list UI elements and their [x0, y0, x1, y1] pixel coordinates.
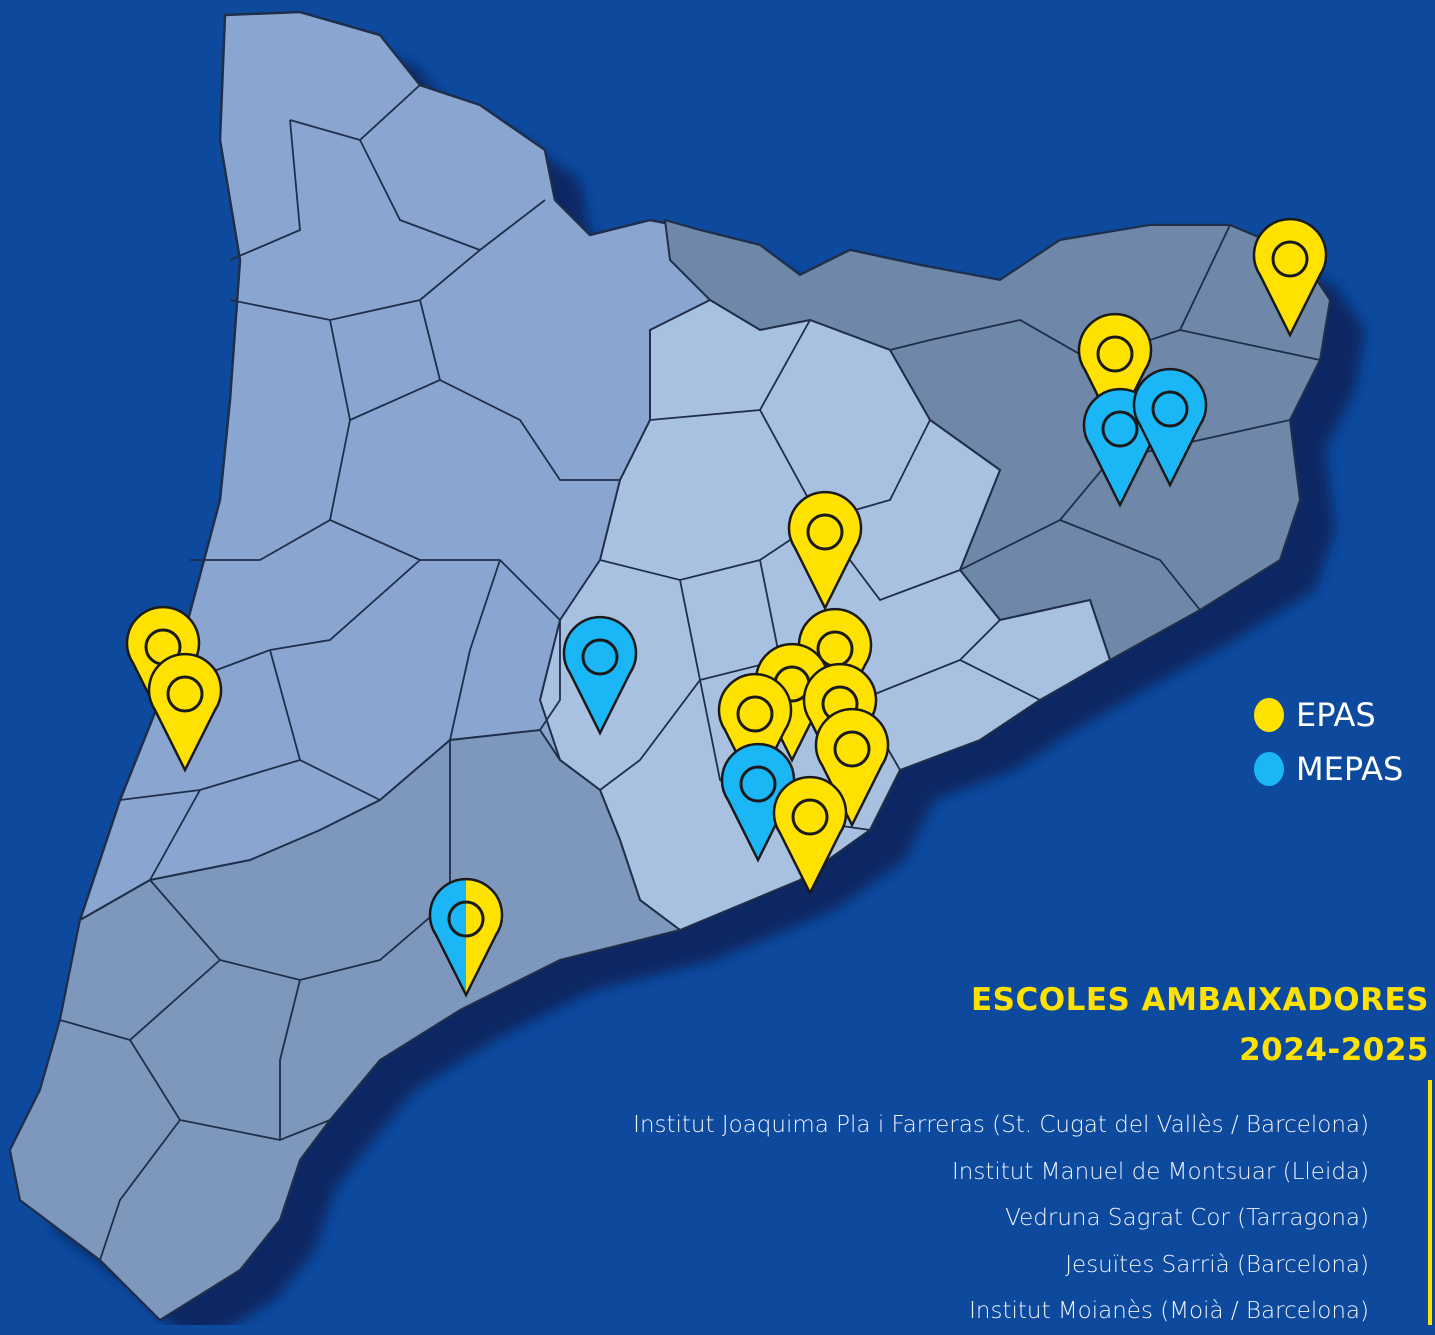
school-item: Jesuïtes Sarrià (Barcelona) — [1065, 1251, 1369, 1278]
epas-dot-icon — [1254, 698, 1284, 732]
epas-pin-icon — [814, 707, 890, 828]
schools-accent-bar — [1428, 1080, 1432, 1325]
legend: EPAS MEPAS — [1254, 688, 1403, 796]
legend-item-epas: EPAS — [1254, 688, 1403, 742]
epas-pin-icon — [717, 672, 793, 793]
schools-list: Institut Joaquima Pla i Farreras (St. Cu… — [633, 1102, 1369, 1335]
epas-pin-icon — [772, 775, 848, 896]
school-item: Institut Joaquima Pla i Farreras (St. Cu… — [633, 1112, 1369, 1138]
epas-pin-icon — [1252, 217, 1328, 338]
epas-mepas-pin-icon — [428, 877, 504, 998]
legend-item-mepas: MEPAS — [1254, 742, 1403, 796]
epas-pin-icon — [1077, 312, 1153, 433]
epas-pin-icon — [787, 490, 863, 611]
school-item: Vedruna Sagrat Cor (Tarragona) — [1005, 1205, 1369, 1231]
school-item: Institut Manuel de Montsuar (Lleida) — [952, 1158, 1369, 1185]
page-title: ESCOLES AMBAIXADORES 2024-2025 — [971, 975, 1429, 1075]
title-line-1: ESCOLES AMBAIXADORES — [970, 982, 1429, 1018]
school-item: Institut Moianès (Moià / Barcelona) — [969, 1298, 1369, 1324]
mepas-pin-icon — [1132, 367, 1208, 488]
map-borders — [59, 84, 1321, 1261]
epas-pin-icon — [147, 652, 223, 773]
title-line-2: 2024-2025 — [1239, 1032, 1429, 1068]
legend-label-epas: EPAS — [1296, 696, 1376, 734]
mepas-pin-icon — [562, 615, 638, 736]
mepas-dot-icon — [1254, 752, 1284, 786]
map-region-tarragona — [8, 728, 683, 1322]
legend-label-mepas: MEPAS — [1296, 750, 1404, 788]
map-markers — [125, 217, 1328, 998]
